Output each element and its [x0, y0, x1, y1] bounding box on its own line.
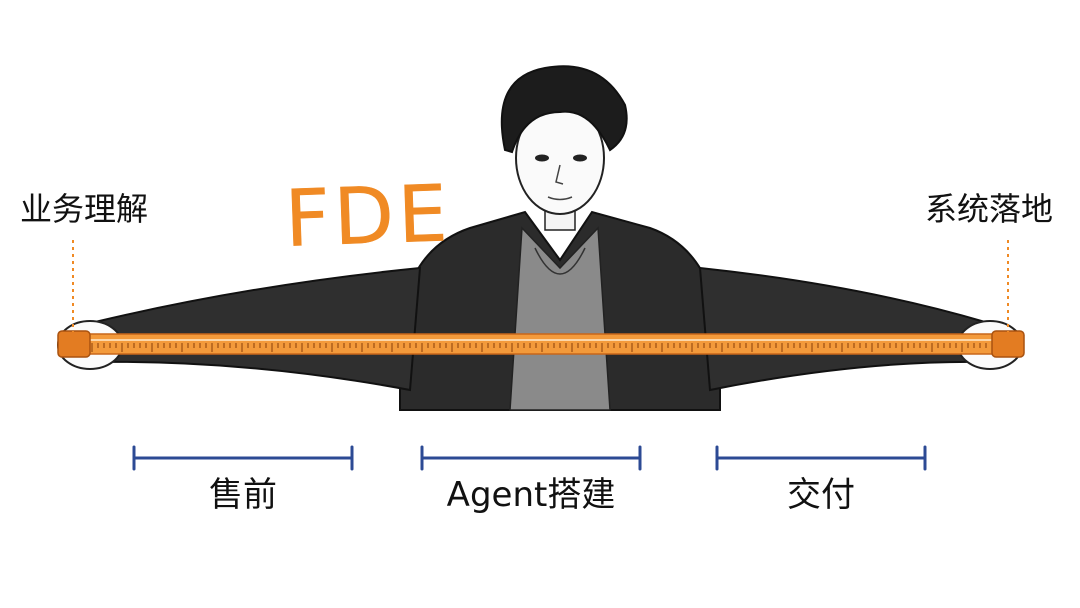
label-system-landing: 系统落地 [925, 190, 1054, 228]
phase-label-agent-build: Agent搭建 [446, 475, 616, 515]
title-fde: FDE [283, 169, 453, 265]
bracket-agent [420, 445, 642, 471]
measuring-tape [57, 330, 1025, 358]
phase-label-presales: 售前 [209, 475, 277, 515]
phase-label-delivery: 交付 [787, 475, 855, 515]
bracket-delivery [715, 445, 927, 471]
tape-end-left [57, 330, 91, 358]
tape-ticks [91, 343, 987, 352]
person-illustration [57, 65, 1023, 411]
label-business-understanding: 业务理解 [20, 190, 149, 228]
bracket-presales [132, 445, 354, 471]
tape-end-right [991, 330, 1025, 358]
